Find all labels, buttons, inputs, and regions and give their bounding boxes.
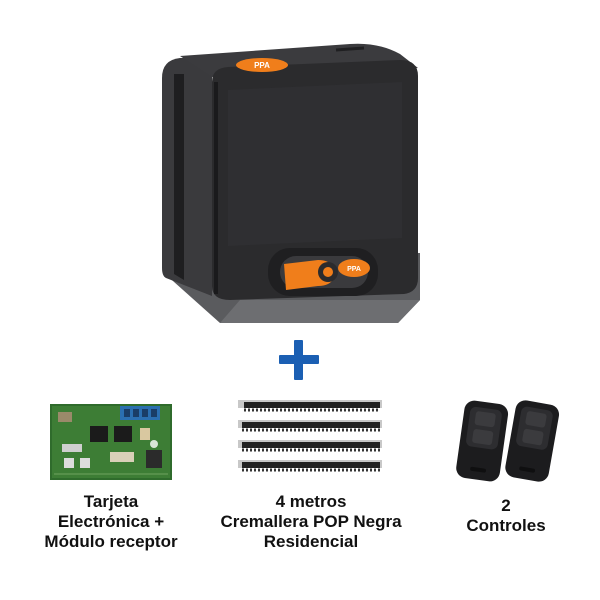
caption-circuit-board: Tarjeta Electrónica + Módulo receptor [30,492,192,552]
circuit-board-icon [50,404,172,480]
gear-rack-icon [238,400,382,472]
gate-motor-image: PPA PPA [162,43,420,323]
caption-line: Residencial [263,532,359,551]
caption-gear-rack: 4 metros Cremallera POP Negra Residencia… [206,492,416,552]
brand-logo: PPA [254,61,270,70]
caption-line: 4 metros [275,492,347,511]
remote-control-icon [456,400,560,482]
plus-icon [279,340,319,380]
caption-line: 2 [501,496,511,515]
caption-line: Cremallera POP Negra [220,512,402,531]
latch-logo: PPA [347,266,361,273]
caption-line: Electrónica + [57,512,165,531]
caption-remote-controls: 2 Controles [446,496,566,536]
caption-line: Tarjeta [83,492,139,511]
caption-line: Módulo receptor [44,532,178,551]
caption-line: Controles [466,516,546,535]
